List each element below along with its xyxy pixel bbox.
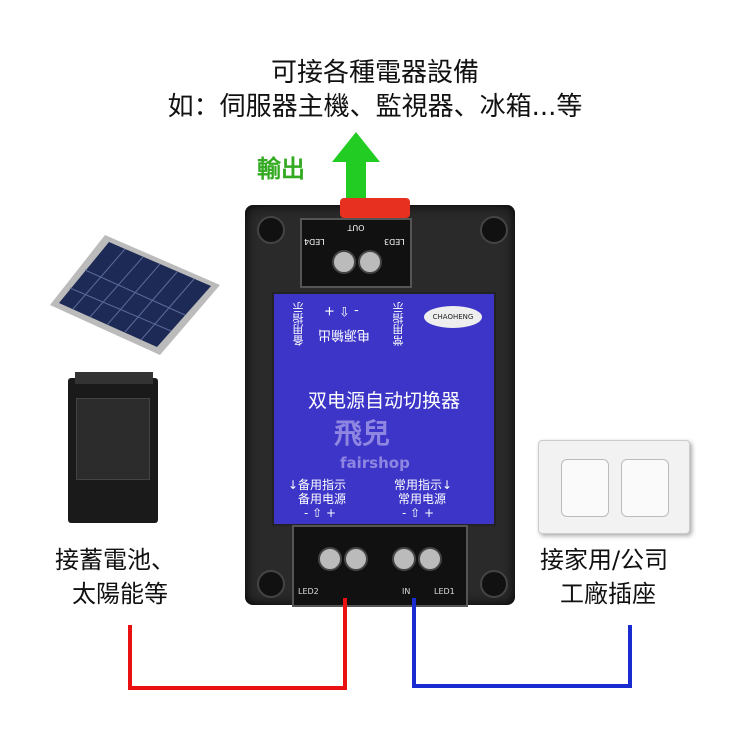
battery-image (68, 378, 158, 523)
led3-label: LED3 (384, 237, 405, 246)
device-label-panel: 备用指示 - ⇧ + 电源输出 常用指示 CHAOHENG 双电源自动切换器 飛… (272, 292, 496, 526)
bottom-right-source: 常用电源 (398, 492, 447, 506)
left-caption-line-2: 太陽能等 (72, 580, 168, 608)
screw (358, 250, 382, 274)
terminal-out-label: OUT (347, 223, 365, 232)
brand-logo: CHAOHENG (424, 306, 482, 328)
right-caption-line-1: 接家用/公司 (540, 546, 669, 574)
output-terminal: OUT LED4 LED3 (300, 218, 412, 288)
bottom-right-polarity: - ⇧ + (402, 506, 435, 520)
top-center-label: 电源输出 (318, 327, 371, 342)
screw (418, 547, 442, 571)
led2-label: LED2 (298, 587, 319, 596)
top-right-indicator: 常用指示 (392, 302, 405, 346)
wall-outlet-image (538, 440, 690, 534)
solar-panel-image (50, 235, 220, 355)
bottom-left-source: 备用电源 (298, 492, 347, 506)
mount-hole (480, 216, 508, 244)
mount-hole (257, 570, 285, 598)
battery-wire (128, 598, 347, 690)
bottom-left-indicator: ↓备用指示 (288, 478, 347, 492)
in-label: IN (402, 587, 411, 596)
output-label: 輸出 (257, 155, 305, 183)
top-polarity: - ⇧ + (324, 303, 359, 318)
screw (332, 250, 356, 274)
top-left-indicator: 备用指示 (292, 302, 305, 346)
mount-hole (480, 570, 508, 598)
watermark-text: fairshop (340, 454, 410, 472)
device-title: 双电源自动切换器 (307, 390, 460, 412)
right-caption-line-2: 工廠插座 (560, 580, 656, 608)
mount-hole (257, 216, 285, 244)
screw (392, 547, 416, 571)
left-caption-line-1: 接蓄電池、 (55, 546, 175, 574)
mains-wire (412, 598, 632, 688)
output-plug (340, 198, 410, 218)
screw (344, 547, 368, 571)
bottom-left-polarity: - ⇧ + (304, 506, 337, 520)
watermark-logo: 飛兒 (334, 417, 391, 450)
input-terminal: LED2 IN LED1 (292, 525, 468, 607)
bottom-right-indicator: 常用指示↓ (394, 478, 453, 492)
output-arrow-icon (332, 132, 380, 212)
led4-label: LED4 (304, 237, 325, 246)
screw (318, 547, 342, 571)
header-line-2: 如：伺服器主機、監視器、冰箱...等 (167, 92, 583, 122)
led1-label: LED1 (434, 587, 455, 596)
header-line-1: 可接各種電器設備 (270, 58, 479, 88)
battery-top (75, 372, 153, 384)
